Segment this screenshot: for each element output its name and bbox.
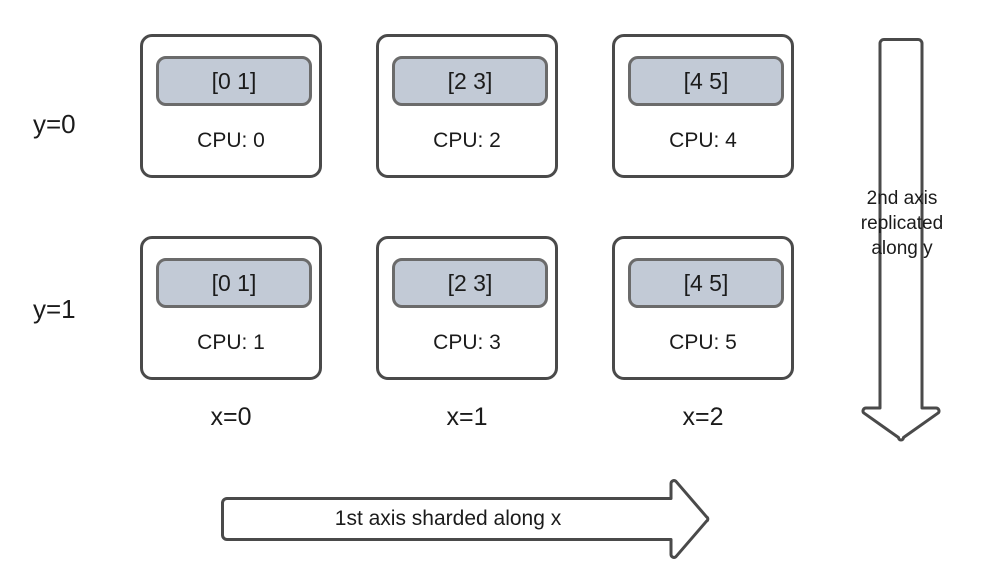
- horizontal-arrow-caption: 1st axis sharded along x: [334, 506, 562, 530]
- cpu-label: CPU: 4: [669, 129, 737, 152]
- cpu-label: CPU: 1: [197, 331, 265, 354]
- device-box-cpu-5: [4 5] CPU: 5: [612, 236, 794, 380]
- shard-chip: [0 1]: [156, 258, 312, 308]
- cpu-label: CPU: 2: [433, 129, 501, 152]
- cpu-label: CPU: 0: [197, 129, 265, 152]
- vertical-arrow-caption-line-2: replicated: [860, 213, 944, 234]
- row-label-y0: y=0: [33, 109, 76, 139]
- device-box-cpu-1: [0 1] CPU: 1: [140, 236, 322, 380]
- device-box-cpu-3: [2 3] CPU: 3: [376, 236, 558, 380]
- col-label-x0: x=0: [210, 403, 252, 431]
- vertical-arrow-caption: 2nd axis replicated along y: [838, 186, 966, 261]
- col-label-x2: x=2: [682, 403, 724, 431]
- shard-chip: [0 1]: [156, 56, 312, 106]
- shard-chip: [4 5]: [628, 56, 784, 106]
- shard-chip: [2 3]: [392, 56, 548, 106]
- row-label-y1: y=1: [33, 294, 76, 324]
- col-label-x1: x=1: [446, 403, 488, 431]
- device-box-cpu-0: [0 1] CPU: 0: [140, 34, 322, 178]
- shard-chip: [2 3]: [392, 258, 548, 308]
- cpu-label: CPU: 3: [433, 331, 501, 354]
- vertical-arrow-caption-line-3: along y: [871, 238, 933, 259]
- cpu-label: CPU: 5: [669, 331, 737, 354]
- device-box-cpu-2: [2 3] CPU: 2: [376, 34, 558, 178]
- vertical-arrow-caption-line-1: 2nd axis: [866, 188, 938, 209]
- shard-chip: [4 5]: [628, 258, 784, 308]
- device-box-cpu-4: [4 5] CPU: 4: [612, 34, 794, 178]
